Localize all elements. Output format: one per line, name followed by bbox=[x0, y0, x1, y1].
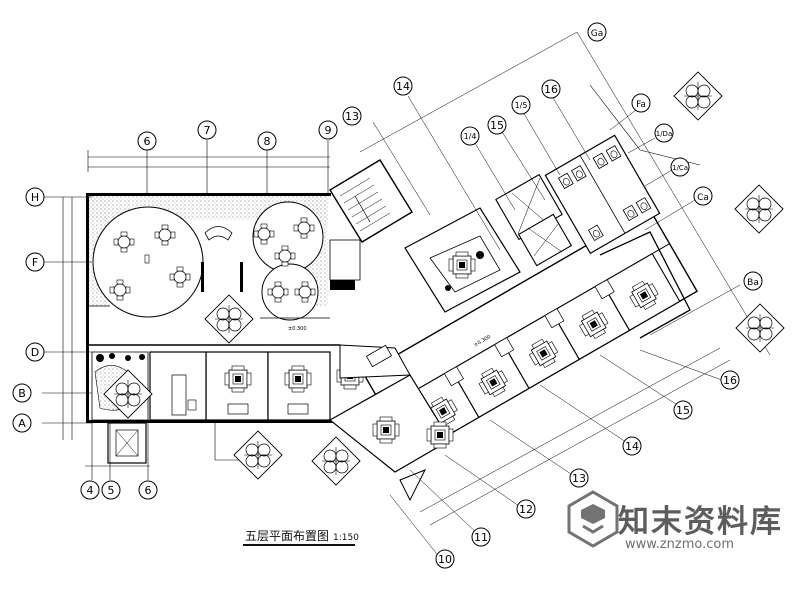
axis-left-D: D bbox=[25, 342, 45, 362]
axis-diag-1-Da: 1/Da bbox=[654, 123, 674, 143]
axis-diag-16a: 16 bbox=[541, 79, 561, 99]
axis-bottom-6: 6 bbox=[138, 480, 158, 500]
watermark-logo bbox=[567, 490, 619, 548]
svg-text:13: 13 bbox=[345, 110, 359, 123]
axis-bottom-5: 5 bbox=[101, 480, 121, 500]
axis-left-F: F bbox=[25, 252, 45, 272]
axis-left-B: B bbox=[12, 383, 32, 403]
axis-diag-Ba: Ba bbox=[743, 271, 763, 291]
axis-diag-1-Ca: 1/Ca bbox=[670, 157, 690, 177]
svg-text:12: 12 bbox=[519, 503, 533, 516]
svg-text:14: 14 bbox=[625, 440, 639, 453]
svg-text:D: D bbox=[31, 346, 39, 359]
axis-diag-Fa: Fa bbox=[631, 93, 651, 113]
axis-top-6: 6 bbox=[137, 131, 157, 151]
axis-top-7: 7 bbox=[197, 120, 217, 140]
diagonal-wing: ±0.300 bbox=[328, 31, 771, 559]
axis-bottom-4: 4 bbox=[80, 480, 100, 500]
svg-text:A: A bbox=[18, 417, 26, 430]
svg-text:Ba: Ba bbox=[747, 278, 759, 288]
svg-text:B: B bbox=[18, 387, 26, 400]
svg-text:1/Da: 1/Da bbox=[656, 130, 673, 138]
axis-diag-11: 11 bbox=[471, 527, 491, 547]
axis-diag-14b: 14 bbox=[622, 436, 642, 456]
svg-text:7: 7 bbox=[204, 124, 211, 137]
axis-diag-13: 13 bbox=[342, 106, 362, 126]
axis-diag-16b: 16 bbox=[720, 370, 740, 390]
axis-diag-Ga: Ga bbox=[587, 22, 607, 42]
svg-text:4: 4 bbox=[87, 484, 94, 497]
svg-text:1/4: 1/4 bbox=[464, 132, 477, 141]
svg-text:8: 8 bbox=[264, 135, 271, 148]
svg-text:15: 15 bbox=[676, 404, 690, 417]
svg-text:Fa: Fa bbox=[636, 100, 646, 110]
axis-top-8: 8 bbox=[257, 131, 277, 151]
axis-diag-1-5: 1/5 bbox=[511, 95, 531, 115]
svg-text:1/5: 1/5 bbox=[515, 101, 528, 110]
watermark-url: www.znzmo.com bbox=[625, 537, 735, 552]
svg-text:10: 10 bbox=[438, 553, 452, 566]
svg-text:1/Ca: 1/Ca bbox=[672, 164, 688, 172]
svg-text:16: 16 bbox=[544, 83, 558, 96]
svg-text:F: F bbox=[32, 256, 38, 269]
axis-diag-14: 14 bbox=[393, 76, 413, 96]
drawing-title: 五层平面布置图 bbox=[245, 529, 330, 543]
svg-text:Ga: Ga bbox=[591, 29, 604, 39]
drawing-scale: 1:150 bbox=[333, 533, 359, 543]
axis-diag-Ca: Ca bbox=[693, 186, 713, 206]
svg-text:15: 15 bbox=[490, 119, 504, 132]
svg-text:14: 14 bbox=[396, 80, 410, 93]
svg-text:±0.300: ±0.300 bbox=[473, 334, 492, 348]
axis-left-H: H bbox=[25, 187, 45, 207]
svg-text:11: 11 bbox=[474, 531, 488, 544]
axis-diag-13b: 13 bbox=[569, 468, 589, 488]
axis-top-9: 9 bbox=[318, 120, 338, 140]
svg-text:9: 9 bbox=[325, 124, 332, 137]
axis-diag-10: 10 bbox=[435, 549, 455, 569]
title-underline bbox=[243, 544, 355, 546]
svg-text:5: 5 bbox=[108, 484, 115, 497]
axis-diag-1-4: 1/4 bbox=[460, 126, 480, 146]
svg-text:H: H bbox=[31, 191, 39, 204]
svg-text:16: 16 bbox=[723, 374, 737, 387]
svg-text:Ca: Ca bbox=[697, 193, 709, 203]
svg-text:6: 6 bbox=[145, 484, 152, 497]
axis-diag-12: 12 bbox=[516, 499, 536, 519]
axis-label: 6 bbox=[144, 135, 151, 148]
grid-bubbles: 6 7 8 9 H F D B A 4 5 6 13 14 1/4 15 1/5… bbox=[12, 22, 763, 569]
axis-diag-15b: 15 bbox=[673, 400, 693, 420]
axis-left-A: A bbox=[12, 413, 32, 433]
svg-text:13: 13 bbox=[572, 472, 586, 485]
axis-diag-15: 15 bbox=[487, 115, 507, 135]
svg-text:±0.300: ±0.300 bbox=[288, 326, 307, 332]
watermark-text: 知末资料库 bbox=[618, 504, 783, 540]
